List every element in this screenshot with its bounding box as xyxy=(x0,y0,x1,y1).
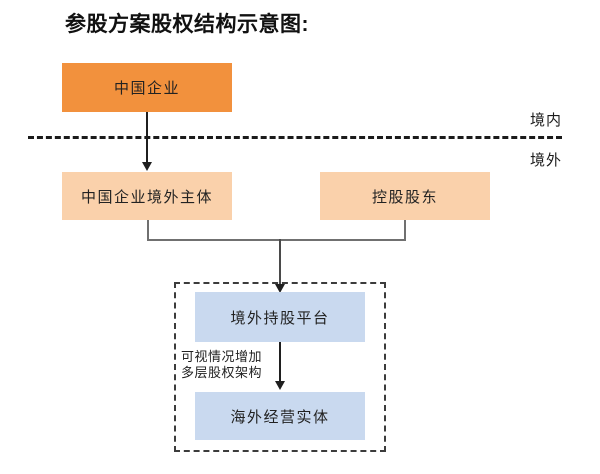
annotation-line-1: 可视情况增加 xyxy=(181,349,263,364)
connector-right-stem xyxy=(404,220,406,241)
arrow-down-icon xyxy=(142,162,152,171)
arrow-platform-stem xyxy=(279,342,281,382)
arrow-down-icon xyxy=(275,284,285,293)
connector-left-stem xyxy=(147,220,149,241)
node-china-enterprise-overseas-entity: 中国企业境外主体 xyxy=(62,172,232,220)
arrow-down-icon xyxy=(275,381,285,390)
diagram-title: 参股方案股权结构示意图: xyxy=(65,13,309,36)
annotation-line-2: 多层股权架构 xyxy=(181,365,263,380)
overseas-platform-group-box xyxy=(174,282,386,452)
node-controlling-shareholder: 控股股东 xyxy=(320,172,490,220)
node-overseas-holding-platform: 境外持股平台 xyxy=(195,292,365,342)
label-domestic: 境内 xyxy=(529,112,562,129)
label-overseas: 境外 xyxy=(529,152,562,169)
domestic-overseas-divider xyxy=(28,136,562,139)
node-china-enterprise: 中国企业 xyxy=(62,63,232,112)
connector-horizontal-bar xyxy=(147,239,406,241)
annotation-multilayer-structure: 可视情况增加 多层股权架构 xyxy=(181,349,262,381)
connector-center-stem xyxy=(279,239,281,285)
node-overseas-operating-entity: 海外经营实体 xyxy=(195,392,365,440)
